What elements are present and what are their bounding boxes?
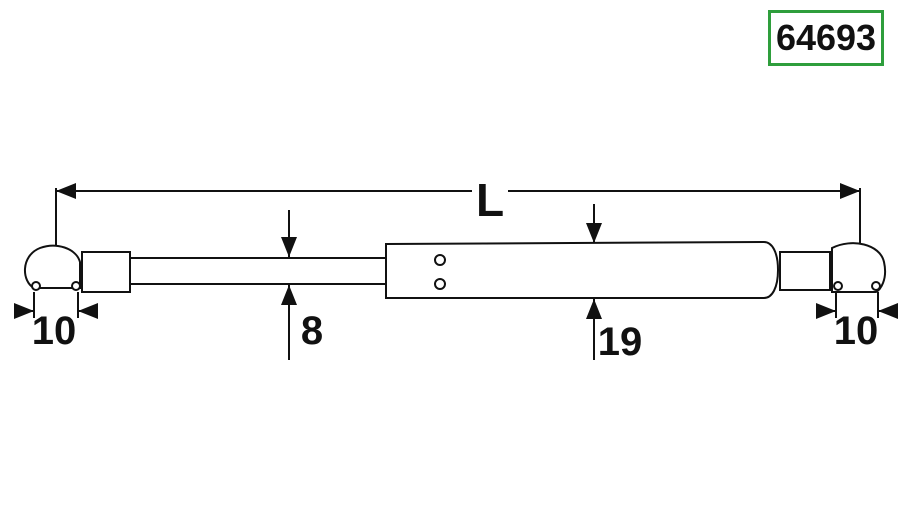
left-ball-socket	[24, 244, 81, 291]
rod-diameter-dimension	[260, 210, 386, 360]
right-ball-socket	[831, 242, 886, 293]
length-dimension	[55, 183, 861, 250]
part-number-badge: 64693	[768, 10, 884, 66]
left-end-dimension	[14, 292, 98, 319]
right-end-dimension	[816, 292, 898, 319]
body-diameter-label: 19	[598, 320, 643, 364]
piston-rod	[129, 257, 387, 285]
rod-diameter-label: 8	[301, 309, 323, 353]
length-label: L	[476, 174, 504, 226]
cylinder-body	[385, 240, 780, 299]
left-end-label: 10	[32, 309, 77, 353]
left-end-fitting	[81, 251, 131, 293]
right-end-label: 10	[834, 309, 879, 353]
right-end-fitting	[779, 251, 831, 291]
